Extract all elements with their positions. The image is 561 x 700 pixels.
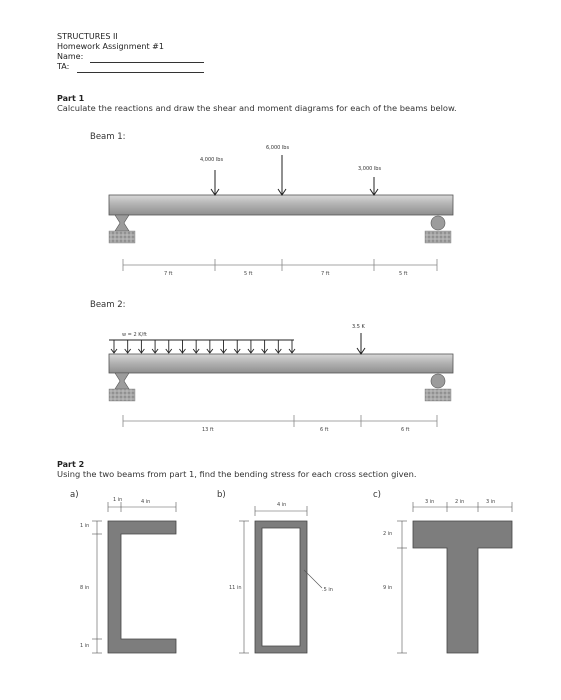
beam1-load-3-label: 3,000 lbs bbox=[358, 166, 382, 172]
section-a-dim-web-width: 1 in bbox=[113, 497, 123, 503]
beam2-dimension-line bbox=[122, 415, 438, 427]
udl-arrow-head bbox=[124, 348, 132, 354]
udl-arrow-head bbox=[288, 348, 296, 354]
udl-arrow-head bbox=[206, 348, 214, 354]
beam1-span-2-label: 5 ft bbox=[244, 271, 253, 277]
beam1-load-3-head bbox=[369, 188, 379, 196]
udl-arrow-head bbox=[192, 348, 200, 354]
beam1-roller-support bbox=[424, 215, 452, 244]
beam1-span-4-label: 5 ft bbox=[399, 271, 408, 277]
name-blank-line[interactable] bbox=[90, 62, 204, 63]
udl-arrow-head bbox=[261, 348, 268, 354]
part2-title: Part 2 bbox=[57, 460, 85, 469]
beam2-roller-support bbox=[424, 373, 452, 402]
section-a-channel bbox=[92, 502, 177, 654]
udl-arrow-head bbox=[165, 348, 173, 354]
section-a-dim-web-height: 8 in bbox=[80, 585, 90, 591]
beam2-span-3-label: 6 ft bbox=[401, 427, 410, 433]
beam2-span-1-label: 13 ft bbox=[202, 427, 214, 433]
beam1-pin-support bbox=[108, 214, 136, 244]
beam1-label: Beam 1: bbox=[90, 132, 126, 142]
section-b-dim-height: 11 in bbox=[229, 585, 242, 591]
beam2-label: Beam 2: bbox=[90, 300, 126, 310]
part1-instructions: Calculate the reactions and draw the she… bbox=[57, 103, 457, 113]
section-c-tee bbox=[397, 502, 513, 654]
part1-title: Part 1 bbox=[57, 94, 85, 103]
part2-instructions: Using the two beams from part 1, find th… bbox=[57, 469, 417, 479]
section-a-dim-flange-width: 4 in bbox=[141, 499, 151, 505]
beam1 bbox=[108, 155, 454, 271]
beam2-point-load-head bbox=[356, 347, 366, 355]
beam1-load-2-head bbox=[277, 188, 287, 196]
beam2-distributed-load-label: w = 2 K/ft bbox=[122, 332, 147, 338]
section-c-dim-stem-width: 2 in bbox=[455, 499, 465, 505]
beam2 bbox=[108, 333, 454, 427]
section-b-dim-width: 4 in bbox=[277, 502, 287, 508]
section-a-dim-bottom-flange: 1 in bbox=[80, 643, 90, 649]
udl-arrow-head bbox=[247, 348, 255, 354]
udl-arrow-head bbox=[138, 348, 145, 354]
beam2-span-2-label: 6 ft bbox=[320, 427, 329, 433]
assignment-title: Homework Assignment #1 bbox=[57, 42, 164, 51]
course-title: STRUCTURES II bbox=[57, 32, 118, 41]
beam1-dimension-line bbox=[122, 259, 438, 271]
section-a-label: a) bbox=[70, 490, 79, 500]
udl-arrow-head bbox=[274, 348, 282, 354]
udl-arrow-head bbox=[110, 348, 118, 354]
section-b-box bbox=[239, 506, 323, 654]
section-b-label: b) bbox=[217, 490, 226, 500]
beam1-load-1-label: 4,000 lbs bbox=[200, 157, 224, 163]
beam2-point-load-label: 3.5 K bbox=[352, 324, 365, 330]
udl-arrow-head bbox=[220, 348, 227, 354]
section-a-dim-top-flange: 1 in bbox=[80, 523, 90, 529]
beam1-load-2-label: 6,000 lbs bbox=[266, 145, 290, 151]
section-c-dim-left-overhang: 3 in bbox=[425, 499, 435, 505]
name-label: Name: bbox=[57, 52, 84, 61]
section-c-dim-flange-depth: 2 in bbox=[383, 531, 393, 537]
udl-arrow-head bbox=[233, 348, 241, 354]
section-b-dim-wall: .5 in bbox=[322, 587, 333, 593]
udl-arrow-head bbox=[179, 348, 186, 354]
udl-arrow-head bbox=[151, 348, 159, 354]
ta-label: TA: bbox=[57, 62, 70, 71]
beam1-span-3-label: 7 ft bbox=[321, 271, 330, 277]
beam1-load-1-head bbox=[210, 188, 220, 196]
beam2-body bbox=[108, 353, 454, 374]
section-c-dim-stem-depth: 9 in bbox=[383, 585, 393, 591]
ta-blank-line[interactable] bbox=[77, 72, 204, 73]
section-c-label: c) bbox=[373, 490, 381, 500]
beam1-span-1-label: 7 ft bbox=[164, 271, 173, 277]
beam2-pin-support bbox=[108, 372, 136, 402]
beam1-body bbox=[108, 194, 454, 216]
section-c-dim-right-overhang: 3 in bbox=[486, 499, 496, 505]
